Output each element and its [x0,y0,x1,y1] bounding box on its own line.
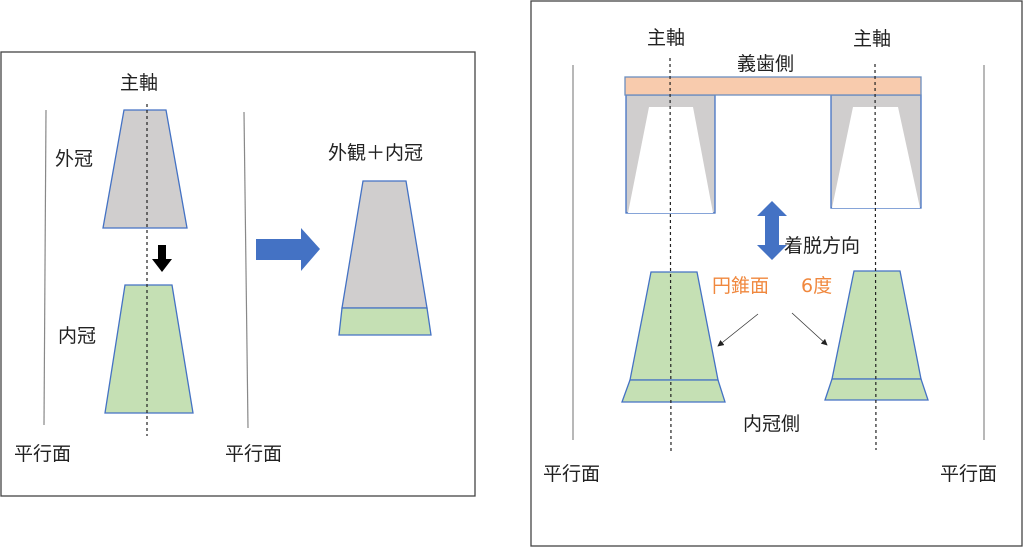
left-panel-frame [0,51,476,497]
denture-base-bar [624,76,922,96]
inner-crown-base [621,379,726,403]
combined-outer-crown-shape [341,180,428,309]
double-arrow-icon [757,201,787,260]
combined-inner-crown-shape [338,307,432,336]
right-panel-frame [530,0,1023,547]
left-panel: 主軸 外冠 内冠 平行面 平行面 外観＋内冠 [0,51,476,497]
pointer-arrow-icon [791,312,828,346]
pointer-arrow-icon [717,313,759,347]
parallel-plane-line [43,109,47,426]
main-axis-label: 主軸 [853,28,891,50]
parallel-plane-line [243,111,249,429]
inner-crown-shape [104,284,194,414]
inner-crown-shape [629,271,719,381]
outer-crown-shape [102,109,188,229]
parallel-plane-label: 平行面 [225,443,282,465]
combined-label: 外観＋内冠 [328,142,423,164]
outer-crown-label: 外冠 [55,148,93,170]
inner-crown-shape [831,270,922,380]
main-axis-line [874,63,877,451]
down-arrow-icon [152,245,172,272]
parallel-plane-label: 平行面 [543,463,600,485]
parallel-plane-label: 平行面 [14,443,71,465]
inner-crown-base [824,378,929,401]
right-panel: 主軸 主軸 義歯側 着脱方向 円錐面 6度 内冠側 平行面 平行面 [530,0,1023,547]
outer-crown-cavity [832,107,920,208]
inner-crown-side-label: 内冠側 [743,413,800,435]
angle-label: 6度 [801,275,832,297]
insertion-direction-label: 着脱方向 [784,235,860,257]
denture-side-label: 義歯側 [737,53,794,75]
main-axis-label: 主軸 [647,27,685,49]
conical-surface-label: 円錐面 [712,275,769,297]
parallel-plane-label: 平行面 [940,463,997,485]
inner-crown-label: 内冠 [58,325,96,347]
right-arrow-icon [256,228,320,271]
main-axis-label: 主軸 [120,72,158,94]
